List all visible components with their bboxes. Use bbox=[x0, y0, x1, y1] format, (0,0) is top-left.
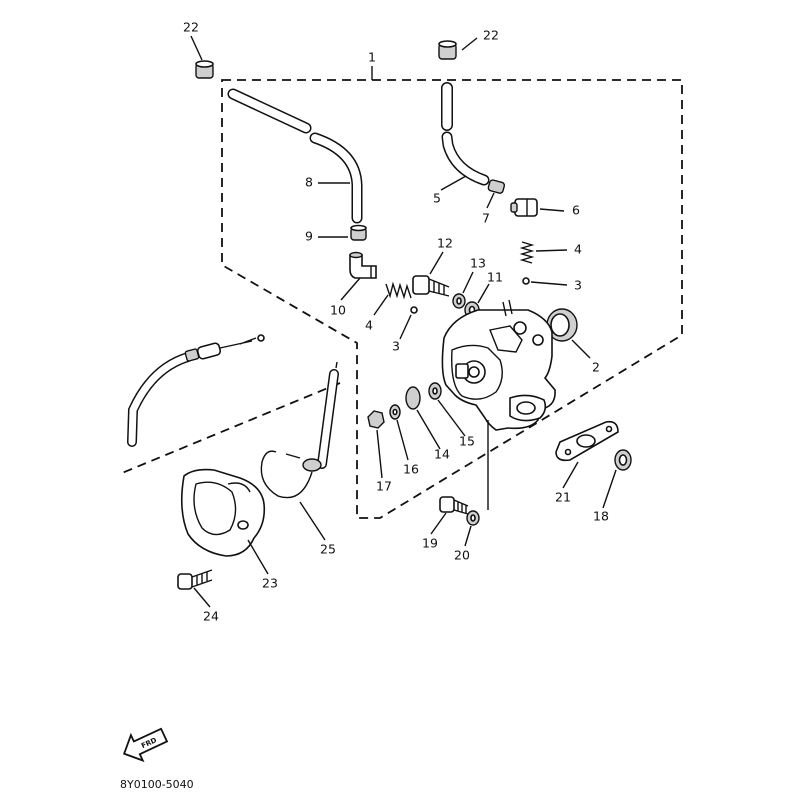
part-22-left-leader bbox=[190, 35, 203, 61]
callout-20: 20 bbox=[454, 548, 470, 563]
callout-7: 7 bbox=[482, 211, 490, 226]
callout-24: 24 bbox=[203, 609, 219, 624]
callout-10: 10 bbox=[330, 303, 346, 318]
callout-1: 1 bbox=[368, 50, 376, 65]
callout-17: 17 bbox=[376, 479, 392, 494]
part-3-left-leader bbox=[399, 314, 412, 340]
part-17-leader bbox=[376, 429, 383, 479]
callout-22-right: 22 bbox=[483, 28, 499, 43]
part-25-leader bbox=[299, 501, 326, 541]
part-12-leader bbox=[429, 251, 444, 275]
part-11-leader bbox=[477, 283, 490, 304]
gasket-21 bbox=[555, 420, 619, 462]
callout-25: 25 bbox=[320, 542, 336, 557]
callout-18: 18 bbox=[593, 509, 609, 524]
callout-3-left: 3 bbox=[392, 339, 400, 354]
washer-13 bbox=[452, 293, 466, 309]
part-18-leader bbox=[602, 469, 617, 509]
part-19-leader bbox=[430, 512, 447, 535]
washer-16 bbox=[389, 404, 401, 420]
part-14-leader bbox=[416, 409, 441, 450]
elbow-joint bbox=[349, 251, 377, 279]
screw-24 bbox=[177, 569, 213, 590]
part-20-leader bbox=[464, 525, 472, 547]
part-7-leader bbox=[486, 192, 495, 209]
hose-clip bbox=[350, 224, 367, 241]
spring-left bbox=[385, 281, 412, 300]
oil-hose-short bbox=[441, 82, 490, 186]
callout-4-right: 4 bbox=[574, 242, 582, 257]
callout-22-left: 22 bbox=[183, 20, 199, 35]
check-ball-right bbox=[522, 277, 530, 285]
drawing-code: 8Y0100-5040 bbox=[120, 778, 194, 791]
check-ball-left bbox=[410, 306, 418, 314]
callout-9: 9 bbox=[305, 229, 313, 244]
callout-5: 5 bbox=[433, 191, 441, 206]
callout-4-left: 4 bbox=[365, 318, 373, 333]
callout-14: 14 bbox=[434, 447, 450, 462]
part-16-leader bbox=[396, 419, 409, 461]
callout-15: 15 bbox=[459, 434, 475, 449]
nut-17 bbox=[367, 410, 385, 429]
assembly-boundary bbox=[221, 79, 683, 519]
callout-2: 2 bbox=[592, 360, 600, 375]
callout-12: 12 bbox=[437, 236, 453, 251]
front-direction-arrow: FRD bbox=[123, 727, 169, 763]
part-2-leader bbox=[571, 339, 591, 359]
bolt-19 bbox=[439, 496, 469, 515]
callout-11: 11 bbox=[487, 270, 503, 285]
hose-clip-upper bbox=[487, 179, 506, 194]
collar-part-left bbox=[195, 60, 214, 79]
oil-pump-body bbox=[441, 299, 556, 510]
part-6-leader bbox=[539, 208, 565, 212]
callout-21: 21 bbox=[555, 490, 571, 505]
callout-6: 6 bbox=[572, 203, 580, 218]
callout-23: 23 bbox=[262, 576, 278, 591]
part-5-leader bbox=[440, 175, 467, 191]
part-24-leader bbox=[193, 587, 211, 608]
reference-dashed-line bbox=[121, 382, 341, 474]
part-13-leader bbox=[462, 271, 474, 294]
part-21-leader bbox=[562, 461, 579, 489]
callout-19: 19 bbox=[422, 536, 438, 551]
part-15-leader bbox=[437, 399, 466, 437]
spring-right bbox=[519, 241, 535, 264]
part-10-leader bbox=[340, 277, 361, 301]
part-3-right-leader bbox=[530, 281, 568, 286]
part-23-leader bbox=[247, 539, 269, 575]
driven-gear-14 bbox=[405, 386, 421, 410]
o-ring-18 bbox=[614, 449, 632, 471]
pump-cover-23 bbox=[180, 468, 266, 557]
part-4-left-leader bbox=[373, 294, 389, 316]
part-22-right-leader bbox=[461, 37, 478, 51]
oil-hose-long bbox=[227, 88, 363, 224]
callout-8: 8 bbox=[305, 175, 313, 190]
callout-3-right: 3 bbox=[574, 278, 582, 293]
banjo-fitting bbox=[510, 198, 538, 217]
part-4-right-leader bbox=[535, 249, 568, 252]
callout-13: 13 bbox=[470, 256, 486, 271]
collar-part-right bbox=[438, 40, 457, 60]
bolt-12 bbox=[412, 275, 450, 297]
washer-15 bbox=[428, 382, 442, 400]
washer-20 bbox=[466, 510, 480, 526]
callout-16: 16 bbox=[403, 462, 419, 477]
pump-cable bbox=[260, 361, 339, 499]
control-cable-upper bbox=[127, 334, 265, 447]
oil-seal bbox=[546, 308, 578, 342]
